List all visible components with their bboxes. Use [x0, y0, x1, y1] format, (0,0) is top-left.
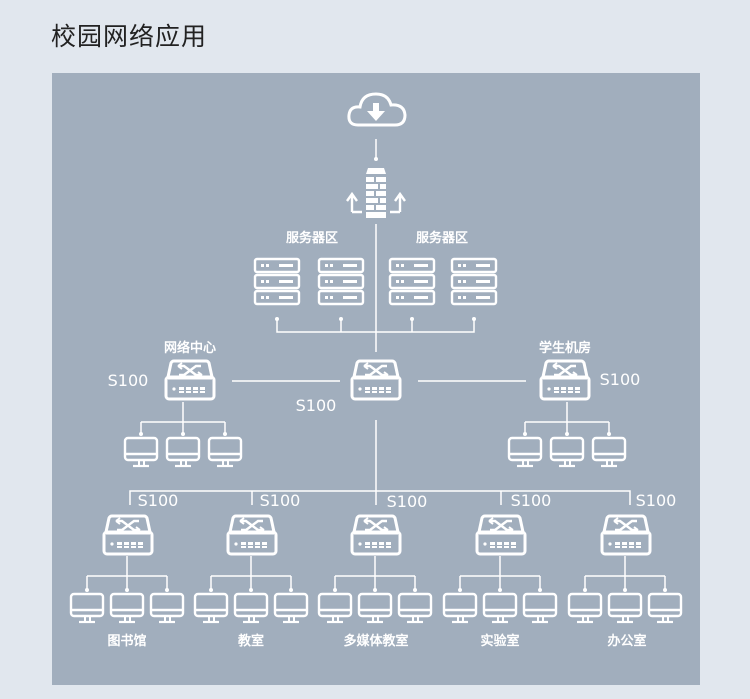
- computer-icon: [207, 436, 243, 468]
- location-label: 图书馆: [107, 633, 146, 649]
- computer-icon: [647, 592, 683, 624]
- side-switch-model: S100: [600, 370, 641, 389]
- computer-icon: [442, 592, 478, 624]
- computer-icon: [591, 436, 627, 468]
- server-zone-label: 服务器区: [286, 230, 338, 246]
- link-dot: [565, 432, 569, 436]
- access-switch-icon: [350, 514, 402, 556]
- access-switch-model: S100: [511, 491, 552, 510]
- location-label: 多媒体教室: [343, 633, 408, 649]
- link-dot: [607, 432, 611, 436]
- side-switch-label: 网络中心: [164, 340, 216, 356]
- link-dot: [249, 588, 253, 592]
- link-dot: [139, 432, 143, 436]
- access-switch-icon: [102, 514, 154, 556]
- computer-icon: [149, 592, 185, 624]
- computer-icon: [507, 436, 543, 468]
- location-label: 教室: [237, 633, 264, 649]
- computer-icon: [123, 436, 159, 468]
- link-dot: [523, 432, 527, 436]
- link-dot: [223, 432, 227, 436]
- computer-icon: [233, 592, 269, 624]
- access-switch-model: S100: [636, 491, 677, 510]
- location-label: 办公室: [607, 633, 646, 649]
- server-icon: [253, 257, 301, 306]
- link-dot: [373, 588, 377, 592]
- access-switch-icon: [226, 514, 278, 556]
- link-dot: [289, 588, 293, 592]
- link-dot: [181, 432, 185, 436]
- computer-icon: [567, 592, 603, 624]
- computer-icon: [357, 592, 393, 624]
- access-switch-icon: [475, 514, 527, 556]
- server-icon: [450, 257, 498, 306]
- link-dot: [413, 588, 417, 592]
- access-switch-model: S100: [260, 491, 301, 510]
- server-icon: [317, 257, 365, 306]
- computer-icon: [109, 592, 145, 624]
- access-switch-model: S100: [387, 492, 428, 511]
- link-dot: [209, 588, 213, 592]
- link-dot: [498, 588, 502, 592]
- computer-icon: [482, 592, 518, 624]
- computer-icon: [273, 592, 309, 624]
- core-switch-icon: [350, 359, 402, 401]
- link-dot: [165, 588, 169, 592]
- side-switch-label: 学生机房: [539, 340, 591, 356]
- link-dot: [333, 588, 337, 592]
- computer-icon: [397, 592, 433, 624]
- link-dot: [663, 588, 667, 592]
- link-dot: [125, 588, 129, 592]
- link-dot: [85, 588, 89, 592]
- computer-icon: [607, 592, 643, 624]
- side-switch-model: S100: [108, 371, 149, 390]
- access-switch-icon: [600, 514, 652, 556]
- computer-icon: [522, 592, 558, 624]
- firewall-icon: [346, 168, 406, 218]
- server-zone-label: 服务器区: [416, 230, 468, 246]
- location-label: 实验室: [480, 633, 519, 649]
- page-title: 校园网络应用: [51, 22, 208, 51]
- side-switch-icon: [539, 359, 591, 401]
- computer-icon: [165, 436, 201, 468]
- link-dot: [538, 588, 542, 592]
- link-dot: [583, 588, 587, 592]
- computer-icon: [69, 592, 105, 624]
- core-switch-model: S100: [296, 396, 337, 415]
- link-dot: [623, 588, 627, 592]
- link-dot: [458, 588, 462, 592]
- cloud-download-icon: [347, 92, 407, 127]
- computer-icon: [317, 592, 353, 624]
- computer-icon: [193, 592, 229, 624]
- computer-icon: [549, 436, 585, 468]
- access-switch-model: S100: [138, 491, 179, 510]
- server-icon: [388, 257, 436, 306]
- side-switch-icon: [164, 359, 216, 401]
